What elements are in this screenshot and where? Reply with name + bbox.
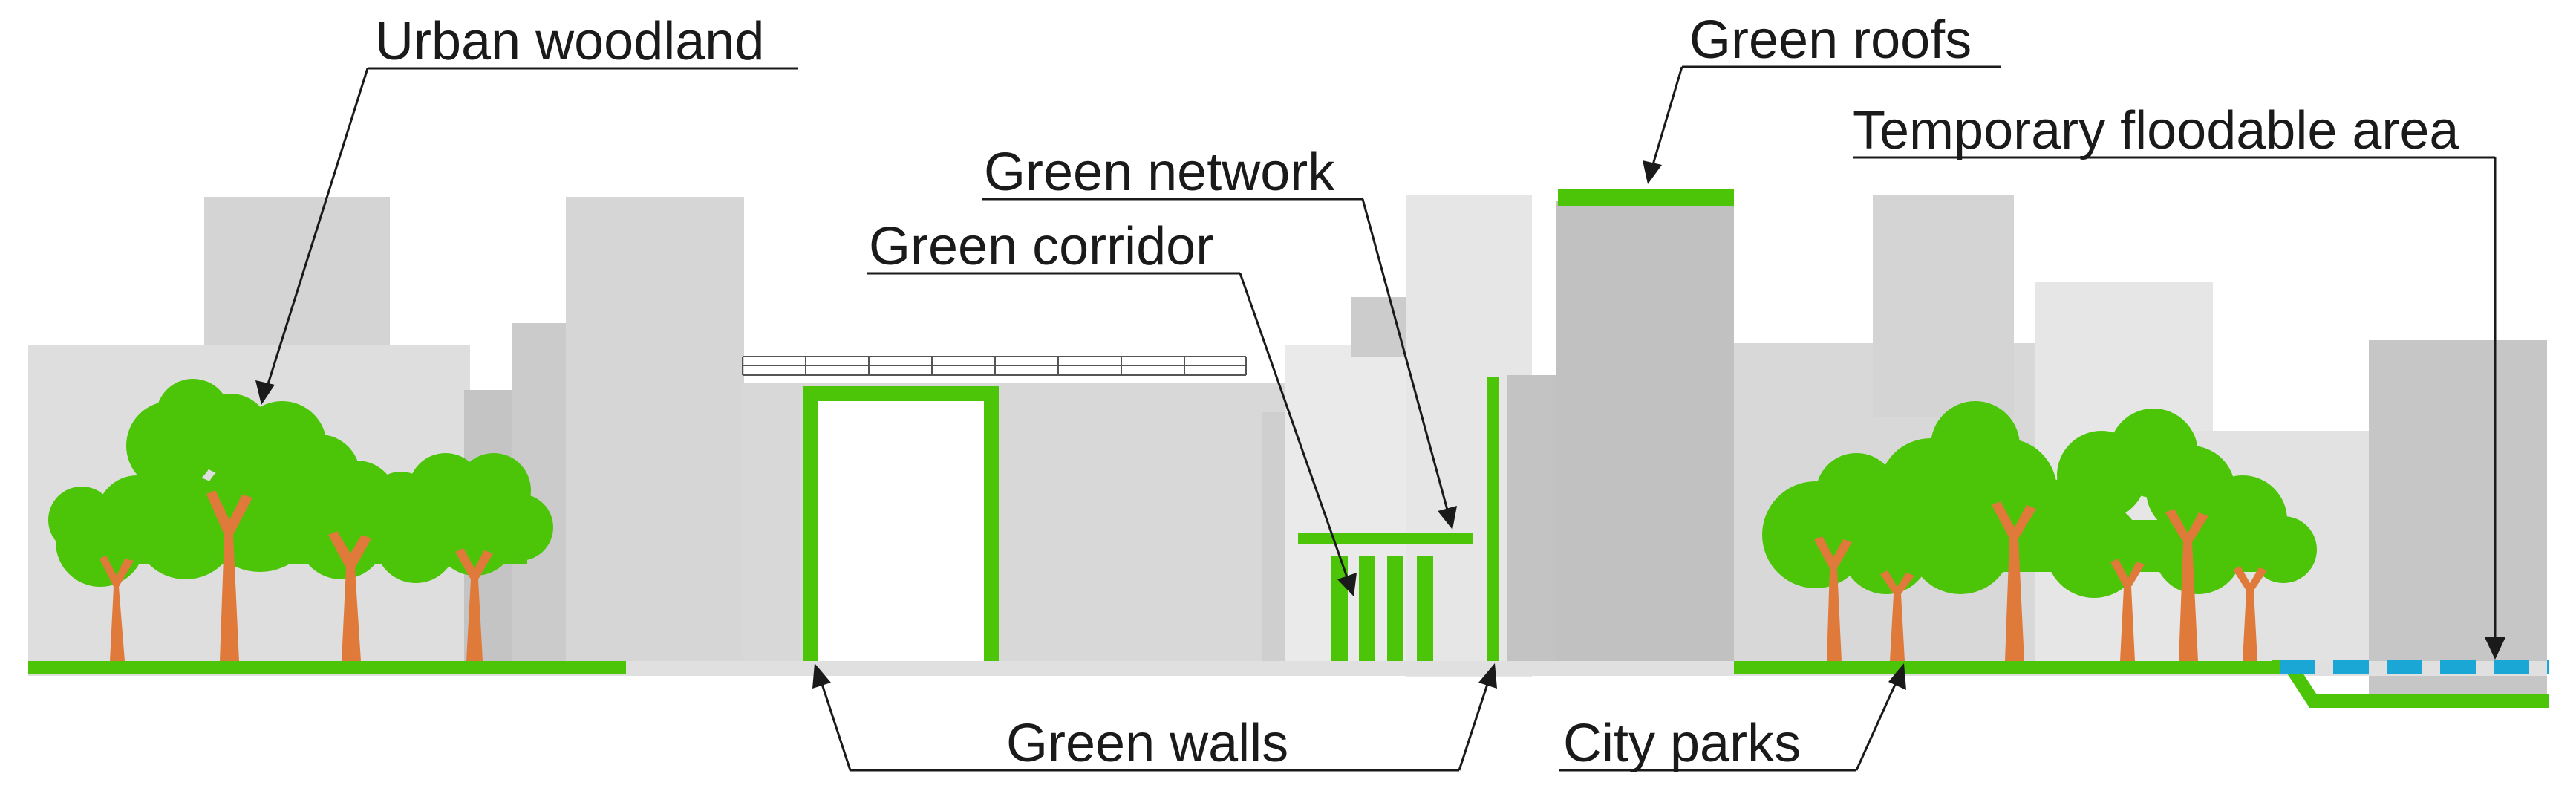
frame-opening bbox=[811, 394, 991, 661]
green-roof bbox=[1558, 189, 1734, 206]
green-wall-frame bbox=[803, 386, 999, 661]
label-green-walls: Green walls bbox=[1006, 714, 1288, 773]
label-temporary-floodable-area: Temporary floodable area bbox=[1853, 101, 2459, 160]
trunks bbox=[1814, 501, 2267, 661]
label-urban-woodland: Urban woodland bbox=[375, 12, 764, 71]
arrow-green-corridor bbox=[1337, 573, 1357, 596]
arrow-floodable-area bbox=[2485, 637, 2505, 660]
city-park bbox=[1762, 401, 2317, 661]
building bbox=[566, 197, 744, 676]
arrow-green-walls-right bbox=[1478, 663, 1497, 689]
arrow-urban-woodland bbox=[255, 380, 275, 405]
tree-trunk bbox=[100, 556, 134, 661]
corridor-bar bbox=[1387, 556, 1403, 661]
woodland-ground bbox=[28, 661, 626, 674]
annotations bbox=[266, 65, 2497, 772]
tree-trunk bbox=[1992, 501, 2036, 661]
tree-trunk bbox=[455, 548, 493, 661]
arrow-green-walls-left bbox=[812, 663, 831, 689]
green-corridor bbox=[1298, 377, 1499, 661]
tree-trunk bbox=[1814, 536, 1852, 661]
building bbox=[2369, 340, 2547, 706]
green-wall-vertical bbox=[1487, 377, 1499, 661]
tree-trunk bbox=[2233, 566, 2267, 661]
tree-trunk bbox=[206, 490, 252, 661]
arrow-green-network bbox=[1438, 506, 1457, 530]
frame-right-wall bbox=[984, 386, 999, 661]
frame-left-wall bbox=[803, 386, 818, 661]
canopy bbox=[48, 379, 553, 587]
building bbox=[1351, 297, 1407, 357]
trunks bbox=[100, 490, 493, 661]
label-green-roofs: Green roofs bbox=[1689, 10, 1972, 70]
arrow-city-parks bbox=[1888, 663, 1906, 690]
tree-trunk bbox=[2165, 509, 2208, 661]
corridor-bar bbox=[1417, 556, 1433, 661]
label-city-parks: City parks bbox=[1563, 714, 1801, 773]
label-green-network: Green network bbox=[984, 143, 1335, 202]
building bbox=[1556, 201, 1734, 676]
ground-greenery bbox=[28, 661, 2272, 674]
arrow-green-roofs bbox=[1643, 160, 1662, 184]
park-ground bbox=[1734, 661, 2272, 674]
canopy bbox=[1762, 401, 2317, 598]
corridor-bar bbox=[1359, 556, 1375, 661]
label-green-corridor: Green corridor bbox=[869, 217, 1213, 276]
tree-trunk bbox=[328, 531, 371, 661]
urban-woodland bbox=[48, 379, 553, 661]
arrowheads bbox=[255, 160, 2505, 690]
tree-trunk bbox=[1880, 570, 1914, 661]
green-network-slab bbox=[1298, 533, 1473, 544]
frame-top bbox=[803, 386, 999, 401]
railing bbox=[742, 356, 1247, 376]
building bbox=[1873, 195, 2014, 417]
tree-trunk bbox=[2110, 559, 2145, 661]
